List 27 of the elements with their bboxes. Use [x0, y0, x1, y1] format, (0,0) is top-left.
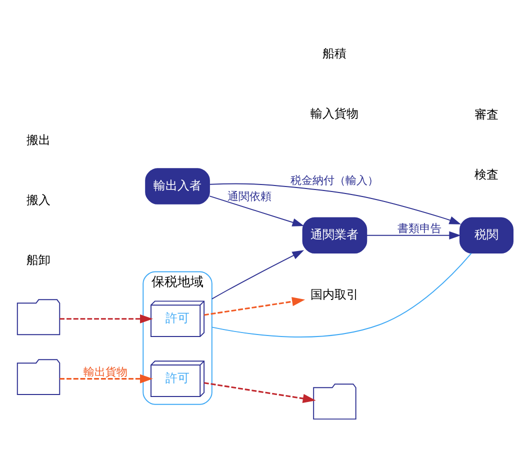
- node-box: 輸出入者: [145, 168, 210, 204]
- edge-label: 税金納付（輸入）: [290, 174, 379, 187]
- label: 船積: [322, 46, 347, 60]
- edge-label: 通関依頼: [228, 189, 272, 202]
- label: 輸入貨物: [310, 106, 359, 120]
- connector: [211, 252, 472, 337]
- node-picture: [16, 298, 60, 335]
- label: 搬出: [26, 132, 51, 147]
- edge-label: 輸出貨物: [83, 365, 128, 378]
- edge-label: 書類申告: [398, 222, 442, 235]
- label: 船卸: [26, 252, 51, 266]
- node-box: 税関: [459, 216, 514, 254]
- arrow: [60, 314, 153, 323]
- label: 搬入: [26, 192, 51, 207]
- node-box: 通関業者: [302, 216, 368, 254]
- node-text: 国内取引: [310, 286, 359, 301]
- arrow: [366, 230, 461, 239]
- arrow: [204, 382, 316, 402]
- arrow: [204, 296, 306, 316]
- node-picture: [16, 358, 60, 394]
- label: 審査: [474, 107, 498, 122]
- label: 検査: [474, 166, 498, 181]
- arrow: [209, 195, 304, 226]
- arrow: [209, 182, 462, 224]
- node-picture: [313, 383, 356, 420]
- arrow: [211, 250, 304, 299]
- arrow: [60, 374, 153, 383]
